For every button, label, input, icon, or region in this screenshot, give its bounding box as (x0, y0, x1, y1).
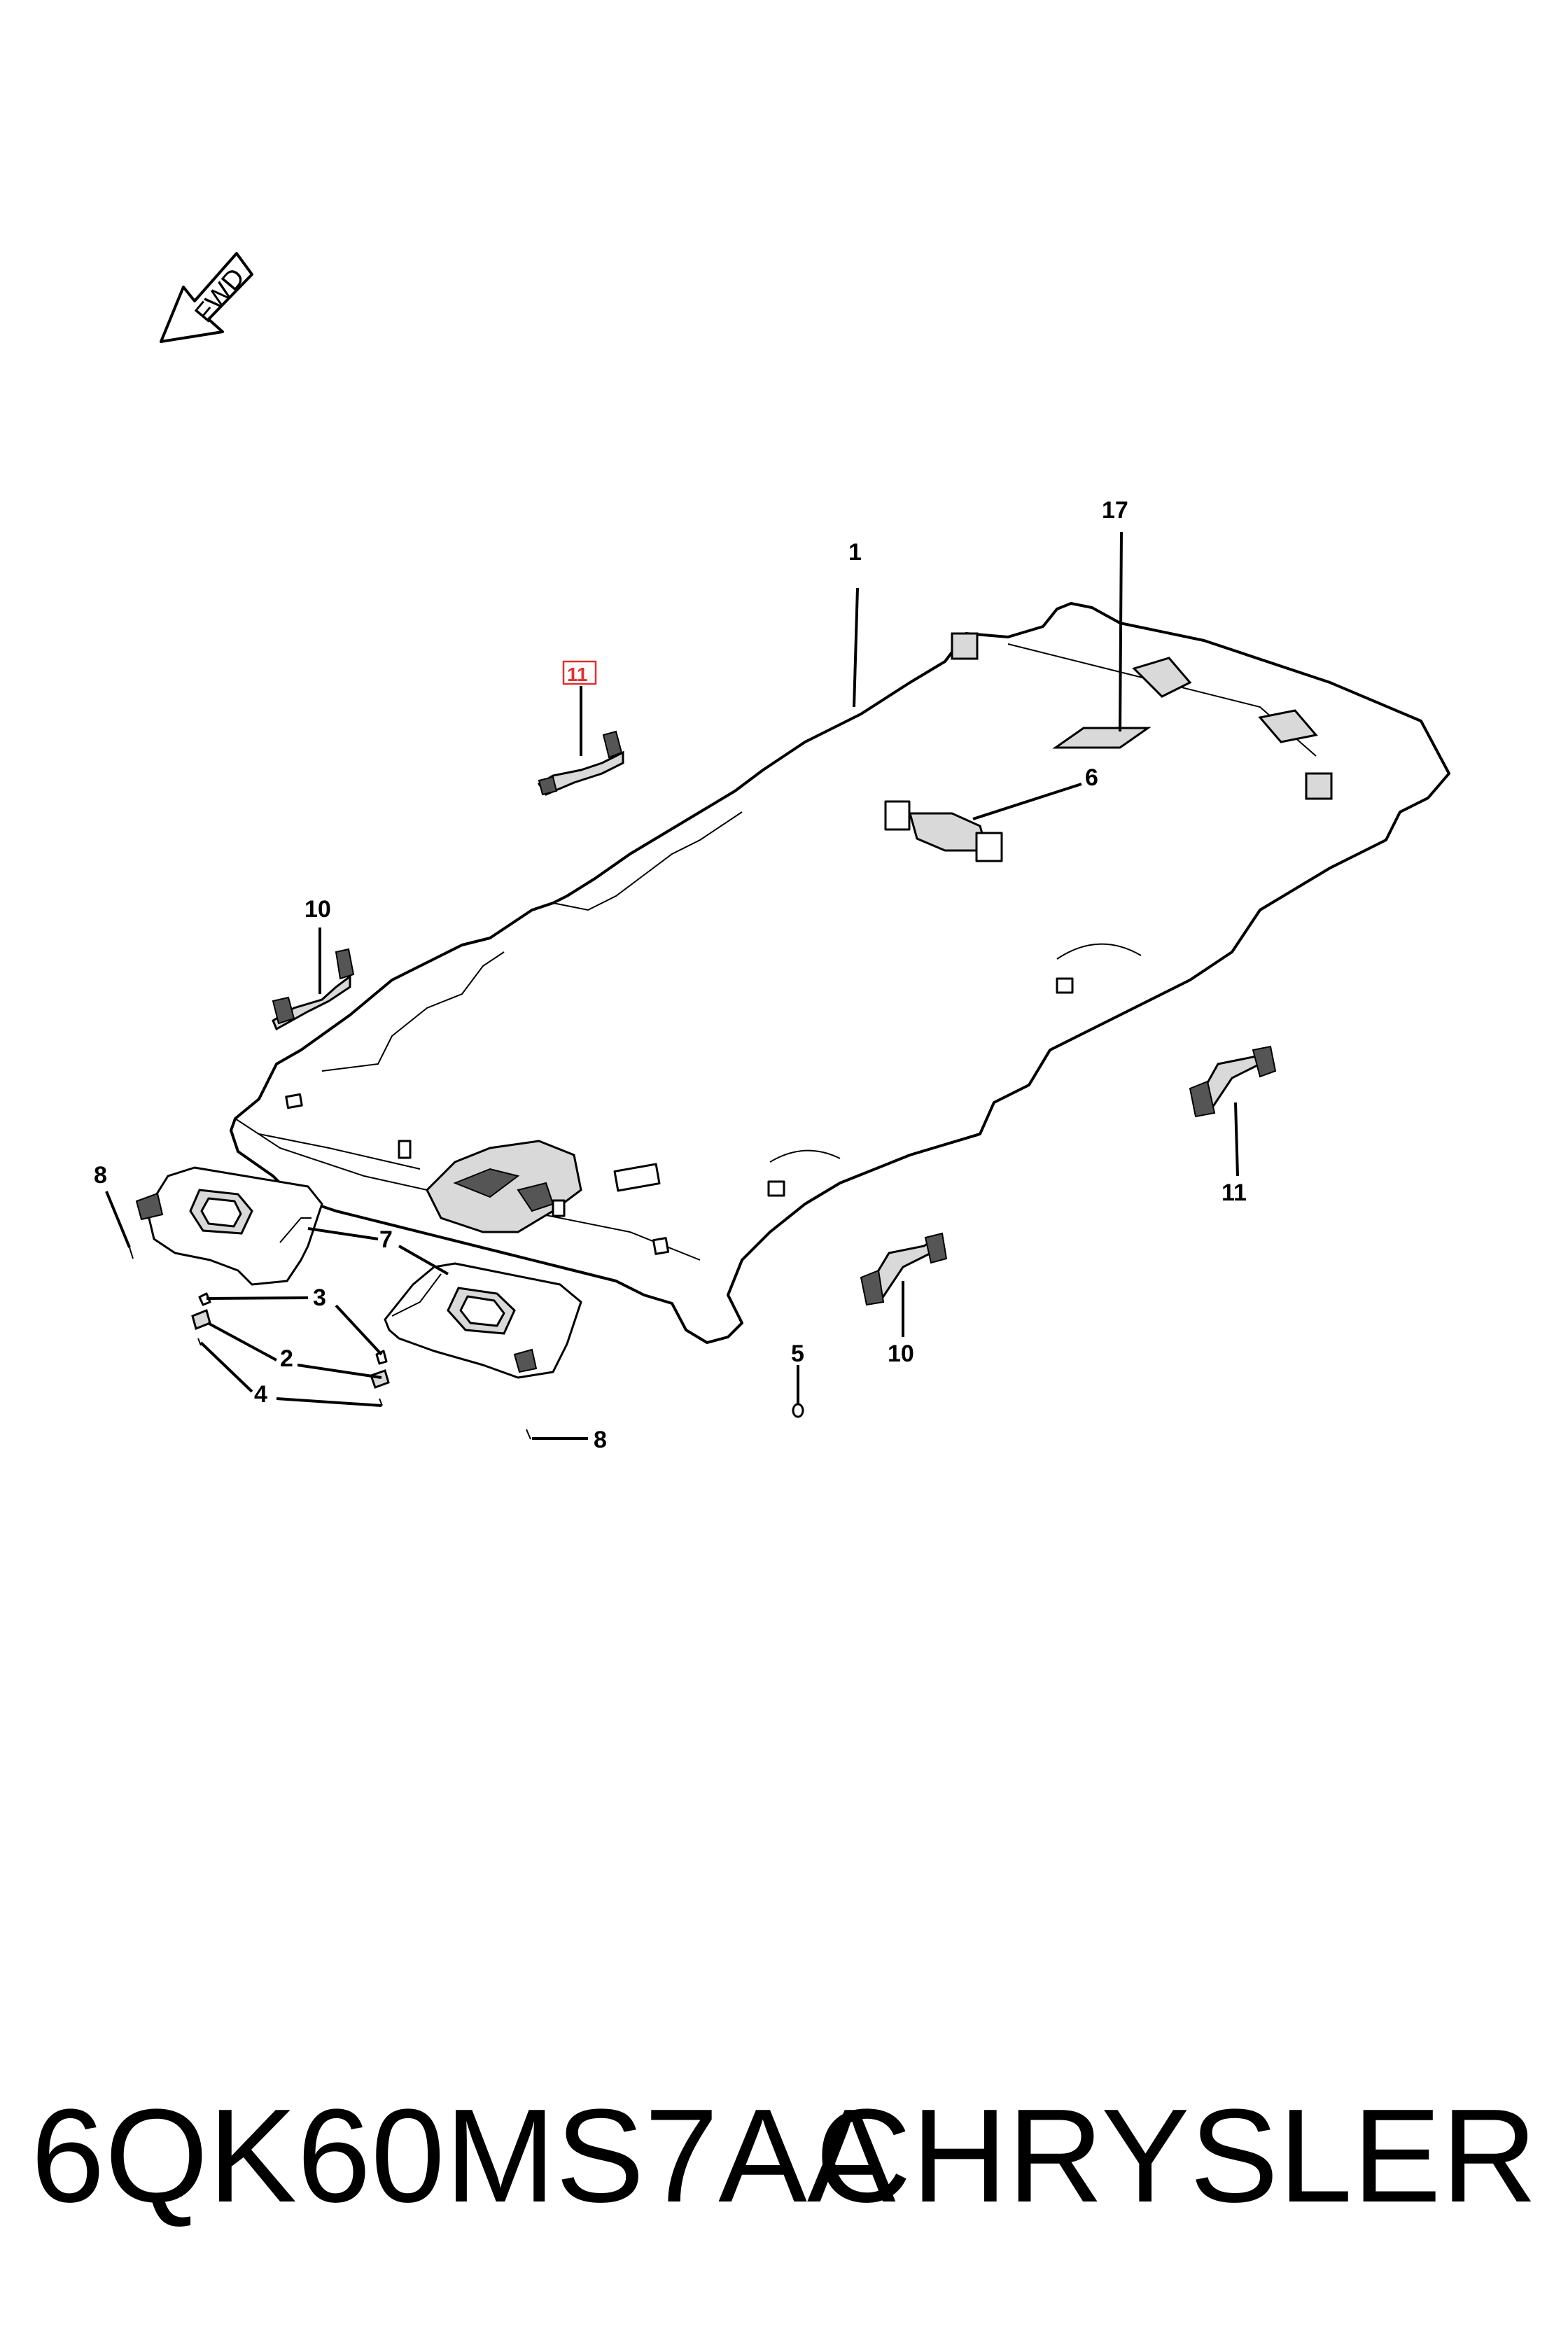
callout-8-bottom: 8 (594, 1427, 607, 1453)
callout-10-right: 10 (888, 1340, 914, 1367)
part-number-label: 6QK60MS7AA (31, 2082, 896, 2230)
clip-2-left (191, 1308, 211, 1331)
leader-lines (105, 531, 1239, 1440)
headliner-panel (230, 602, 1450, 1344)
retainer-5 (792, 1403, 804, 1418)
screw-4-right (379, 1398, 383, 1406)
screw-8-bottom (526, 1429, 531, 1440)
callout-7: 7 (379, 1226, 393, 1253)
sun-visor-right (384, 1262, 582, 1379)
forward-direction-arrow: FWD (160, 252, 253, 343)
callout-17: 17 (1102, 497, 1128, 524)
callout-11-right: 11 (1222, 1180, 1247, 1206)
screw-8-left (129, 1247, 134, 1259)
grab-handle-11-right (1189, 1045, 1277, 1118)
callout-8-left: 8 (94, 1162, 107, 1189)
screw-4-left (197, 1338, 202, 1346)
clip-3-left (198, 1292, 211, 1306)
callout-1: 1 (848, 539, 862, 566)
callout-4: 4 (254, 1381, 267, 1408)
grab-handle-11-upper (537, 730, 624, 796)
callout-5: 5 (791, 1340, 804, 1367)
grab-handle-10-left (272, 948, 355, 1031)
grab-handle-10-right (860, 1232, 948, 1306)
callout-11-highlight-box (562, 660, 597, 685)
clip-3-right (375, 1350, 388, 1365)
caption-footer: 6QK60MS7AA CHRYSLER (0, 2072, 1568, 2240)
callout-10-left: 10 (304, 896, 331, 923)
callout-11-upper: 11 (567, 664, 588, 685)
callout-2: 2 (280, 1345, 293, 1372)
brand-label: CHRYSLER (815, 2082, 1537, 2230)
clip-2-right (370, 1369, 390, 1389)
callout-3: 3 (313, 1284, 326, 1311)
center-lamp-6 (884, 800, 1003, 862)
pad-17 (1052, 727, 1152, 749)
sun-visor-left (135, 1166, 323, 1286)
callout-6: 6 (1085, 764, 1098, 791)
